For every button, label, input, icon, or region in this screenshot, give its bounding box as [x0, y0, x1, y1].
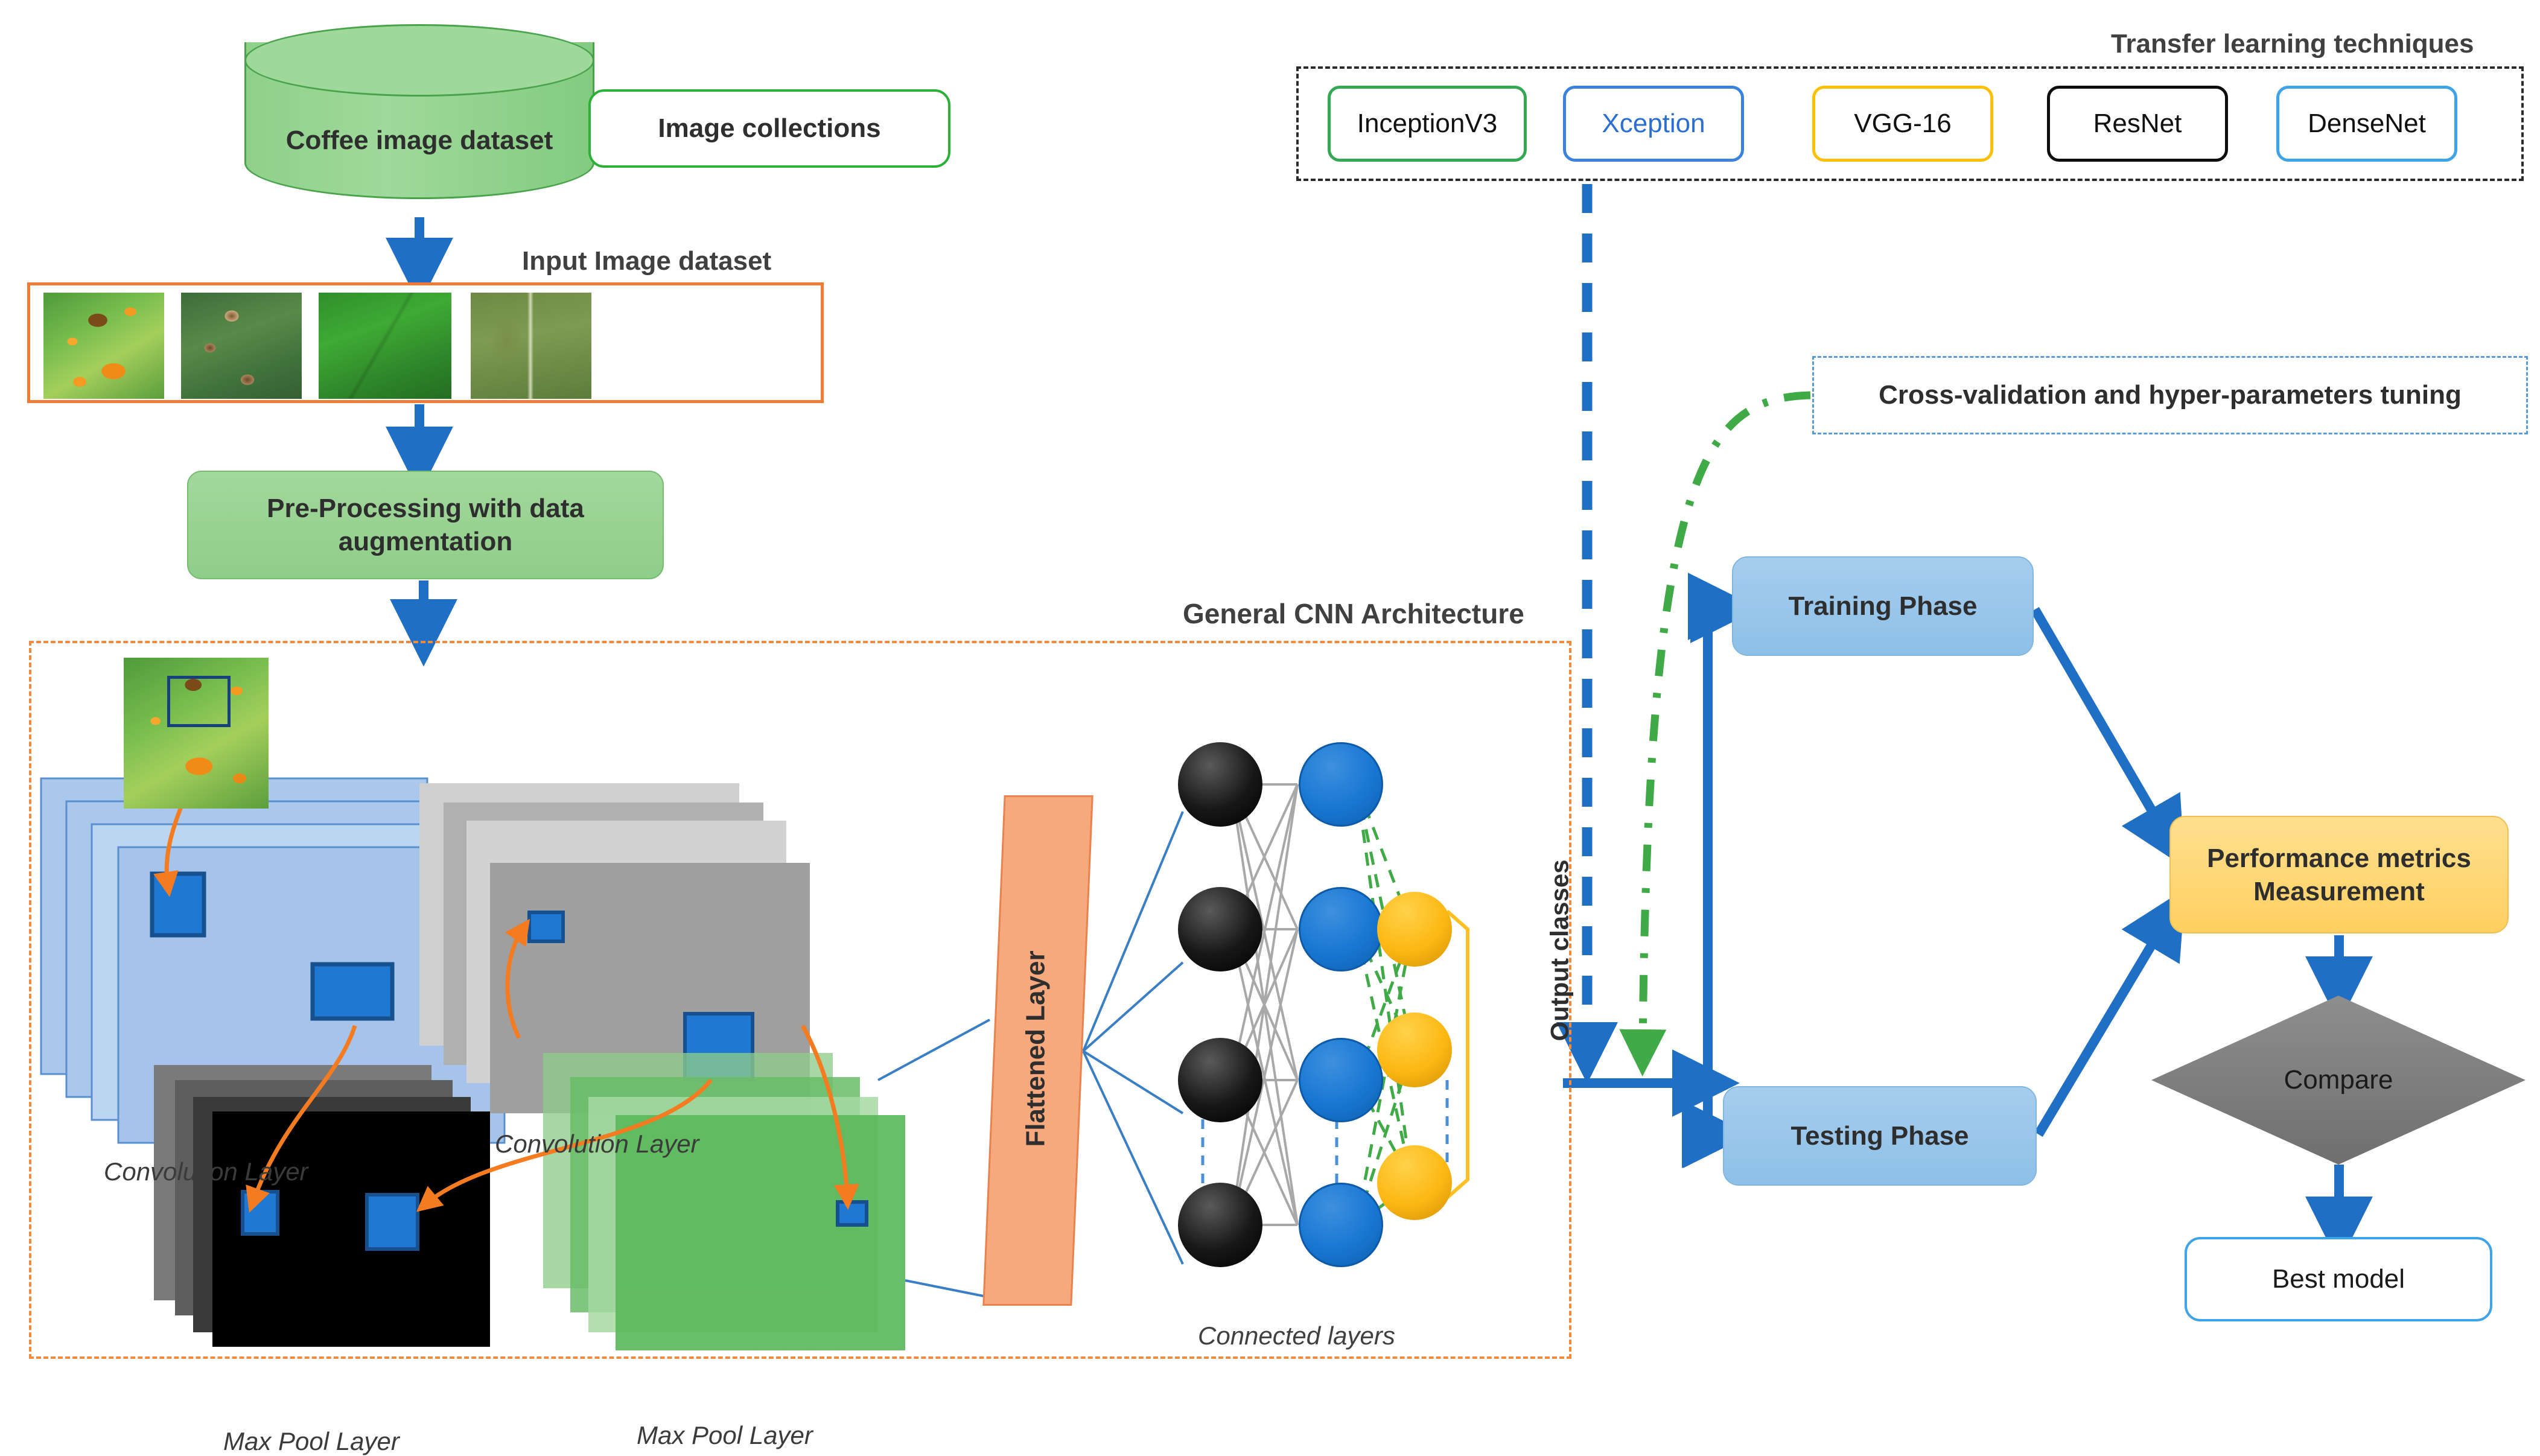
dense-neuron-black	[1178, 1183, 1262, 1267]
testing-phase-box[interactable]: Testing Phase	[1723, 1086, 2037, 1186]
transfer-model-vgg-16[interactable]: VGG-16	[1812, 86, 1993, 162]
cnn-architecture-container	[29, 641, 1571, 1359]
output-neuron-gold	[1377, 1013, 1452, 1087]
image-collections-box: Image collections	[588, 89, 950, 168]
output-neuron-gold	[1377, 892, 1452, 967]
cnn-input-thumbnail	[124, 658, 269, 809]
phase-connectors	[1629, 573, 1755, 1168]
dense-neuron-blue	[1299, 1183, 1383, 1267]
training-phase-box[interactable]: Training Phase	[1732, 556, 2034, 656]
cylinder-label: Coffee image dataset	[285, 126, 553, 155]
workflow-arrows	[1563, 576, 1758, 1168]
leaf-thumbnail-rust	[43, 293, 164, 399]
compare-decision: Compare	[2151, 996, 2526, 1165]
dense-neuron-black	[1178, 887, 1262, 971]
transfer-model-xception[interactable]: Xception	[1563, 86, 1744, 162]
cylinder-top	[244, 24, 594, 97]
output-neuron-gold	[1377, 1145, 1452, 1220]
output-classes-label-wrap: Output classes	[1457, 859, 1663, 1041]
dense-neuron-black	[1178, 742, 1262, 827]
coffee-dataset-cylinder: Coffee image dataset	[244, 24, 594, 217]
preprocessing-box: Pre-Processing with data augmentation	[187, 471, 664, 579]
best-model-box: Best model	[2185, 1237, 2492, 1321]
flattened-layer-label: Flattened Layer	[1021, 950, 1051, 1147]
caption-max-pool-layer-1: Max Pool Layer	[223, 1427, 399, 1455]
transfer-learning-panel	[1296, 66, 2524, 181]
caption-max-pool-layer-2: Max Pool Layer	[637, 1421, 813, 1449]
connected-layers-label: Connected layers	[1198, 1321, 1395, 1350]
leaf-thumbnail-spot	[181, 293, 302, 399]
input-image-dataset-strip	[27, 282, 824, 403]
transfer-model-inceptionv3[interactable]: InceptionV3	[1328, 86, 1527, 162]
caption-convolution-layer-1: Convolution Layer	[104, 1157, 308, 1186]
leaf-thumbnail-blight	[471, 293, 591, 399]
output-classes-label: Output classes	[1545, 859, 1574, 1041]
transfer-model-densenet[interactable]: DenseNet	[2276, 86, 2457, 162]
transfer-model-resnet[interactable]: ResNet	[2047, 86, 2228, 162]
performance-metrics-box: Performance metrics Measurement	[2169, 816, 2509, 933]
dense-neuron-blue	[1299, 742, 1383, 827]
transfer-learning-title: Transfer learning techniques	[2111, 29, 2474, 59]
cross-validation-box: Cross-validation and hyper-parameters tu…	[1812, 356, 2528, 434]
compare-label: Compare	[2284, 1065, 2393, 1095]
flattened-layer-label-wrap: Flattened Layer	[993, 795, 1079, 1302]
caption-convolution-layer-2: Convolution Layer	[495, 1130, 699, 1158]
dense-neuron-blue	[1299, 887, 1383, 971]
receptive-field-box	[167, 676, 231, 727]
dense-neuron-black	[1178, 1038, 1262, 1122]
cnn-architecture-label: General CNN Architecture	[1183, 598, 1524, 629]
input-dataset-label: Input Image dataset	[522, 246, 772, 276]
dense-neuron-blue	[1299, 1038, 1383, 1122]
leaf-thumbnail-healthy	[319, 293, 451, 399]
